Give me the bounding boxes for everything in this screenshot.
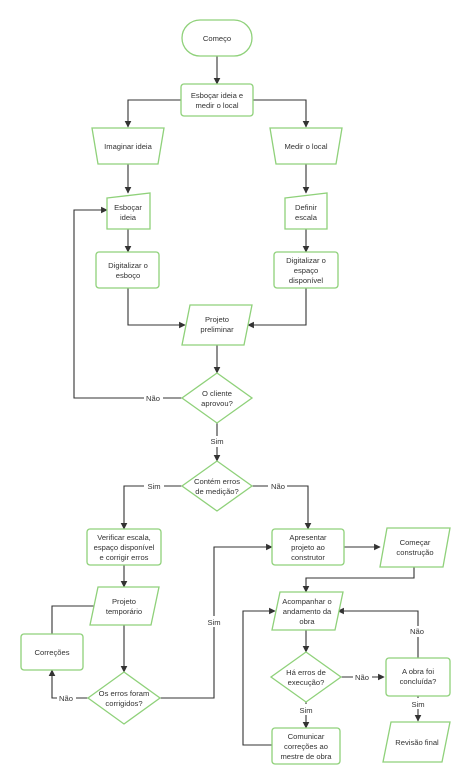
- node-comecar-construcao-label-1: Começar: [400, 538, 431, 547]
- node-esbocar-medir-label-2: medir o local: [195, 101, 238, 110]
- node-medir-label: Medir o local: [284, 142, 327, 151]
- node-ha-erros-label-1: Há erros de: [286, 668, 326, 677]
- node-apresentar-label-2: projeto ao: [291, 543, 325, 552]
- node-definir[interactable]: Definir escala: [284, 192, 328, 230]
- node-medir[interactable]: Medir o local: [269, 127, 343, 165]
- node-obra-concluida-label-1: A obra foi: [402, 667, 434, 676]
- node-definir-label-2: escala: [295, 213, 318, 222]
- edge-contem-nao-apresentar: [252, 485, 312, 530]
- edge-label-nao-haerros: Não: [355, 673, 369, 682]
- edge-label-sim-cliente: Sim: [210, 437, 223, 446]
- node-comecar-construcao[interactable]: Começar construção: [379, 527, 451, 568]
- node-digitalizar-espaco[interactable]: Digitalizar o espaço disponível: [273, 251, 339, 289]
- edge-labels: Não Sim Sim Não Não Sim Não Sim Não Sim: [57, 392, 428, 715]
- node-revisao-final-label: Revisão final: [395, 738, 439, 747]
- edge-correcoes-temporario: [51, 602, 105, 634]
- node-esbocar-label-2: ideia: [120, 213, 137, 222]
- edge-label-sim-haerros: Sim: [299, 706, 312, 715]
- node-comecar-construcao-label-2: construção: [396, 548, 433, 557]
- node-imaginar[interactable]: Imaginar ideia: [91, 127, 165, 165]
- node-verificar-label-1: Verificar escala,: [97, 533, 151, 542]
- node-esbocar[interactable]: Esboçar ideia: [106, 192, 151, 230]
- node-erros-corrigidos-label-2: corrigidos?: [105, 699, 142, 708]
- node-revisao-final[interactable]: Revisão final: [382, 721, 451, 763]
- node-ha-erros[interactable]: Há erros de execução?: [269, 651, 343, 703]
- node-imaginar-label: Imaginar ideia: [104, 142, 152, 151]
- node-cliente-aprovou-label-1: O cliente: [202, 389, 232, 398]
- node-contem-erros[interactable]: Contém erros de medição?: [180, 460, 254, 512]
- edge-comunicar-acompanhar: [242, 607, 276, 746]
- node-comunicar-label-3: mestre de obra: [280, 752, 332, 761]
- edge-esbocar-medir-imaginar: [124, 99, 184, 128]
- node-apresentar-label-1: Apresentar: [289, 533, 327, 542]
- node-digitalizar-espaco-label-3: disponível: [289, 276, 324, 285]
- node-erros-corrigidos-label-1: Os erros foram: [99, 689, 150, 698]
- node-acompanhar-label-3: obra: [299, 617, 315, 626]
- nodes: Começo Esboçar ideia e medir o local Ima…: [20, 19, 451, 765]
- node-comunicar-label-2: correções ao: [284, 742, 328, 751]
- edge-erros-nao-correcoes: [48, 669, 89, 699]
- node-apresentar-label-3: construtor: [291, 553, 325, 562]
- node-obra-concluida-label-2: concluída?: [400, 677, 437, 686]
- edge-concluida-nao-acompanhar: [337, 607, 419, 658]
- node-projeto-preliminar-label-1: Projeto: [205, 315, 229, 324]
- node-cliente-aprovou[interactable]: O cliente aprovou?: [180, 372, 254, 424]
- node-acompanhar-label-2: andamento da: [283, 607, 332, 616]
- edge-digitalizar-esboco-projeto: [127, 288, 186, 329]
- edge-label-sim-erros: Sim: [207, 618, 220, 627]
- edge-digitalizar-espaco-projeto: [247, 288, 307, 329]
- node-comeco-label: Começo: [203, 34, 231, 43]
- node-digitalizar-esboco-label-1: Digitalizar o: [108, 261, 148, 270]
- node-esbocar-medir-label-1: Esboçar ideia e: [191, 91, 243, 100]
- node-digitalizar-espaco-label-2: espaço: [294, 266, 319, 275]
- node-contem-erros-label-2: de medição?: [195, 487, 238, 496]
- edge-label-sim-concluida: Sim: [411, 700, 424, 709]
- edge-contem-sim-verificar: [120, 485, 182, 530]
- node-verificar-label-2: espaço disponível: [94, 543, 155, 552]
- node-digitalizar-espaco-label-1: Digitalizar o: [286, 256, 326, 265]
- edge-label-nao-cliente: Não: [146, 394, 160, 403]
- node-projeto-temporario-label-1: Projeto: [112, 597, 136, 606]
- node-projeto-temporario[interactable]: Projeto temporário: [89, 586, 160, 626]
- node-digitalizar-esboco[interactable]: Digitalizar o esboço: [95, 251, 160, 289]
- edge-label-nao-concluida: Não: [410, 627, 424, 636]
- node-obra-concluida[interactable]: A obra foi concluída?: [385, 657, 451, 697]
- node-projeto-preliminar[interactable]: Projeto preliminar: [181, 304, 253, 346]
- node-definir-label-1: Definir: [295, 203, 317, 212]
- node-acompanhar-label-1: Acompanhar o: [282, 597, 331, 606]
- node-correcoes[interactable]: Correções: [20, 633, 84, 671]
- node-esbocar-label-1: Esboçar: [114, 203, 142, 212]
- edge-label-nao-contem: Não: [271, 482, 285, 491]
- node-correcoes-label: Correções: [34, 648, 69, 657]
- edge-label-sim-contem: Sim: [147, 482, 160, 491]
- edge-label-nao-erros: Não: [59, 694, 73, 703]
- node-projeto-preliminar-label-2: preliminar: [200, 325, 234, 334]
- node-erros-corrigidos[interactable]: Os erros foram corrigidos?: [86, 671, 162, 725]
- node-cliente-aprovou-label-2: aprovou?: [201, 399, 233, 408]
- node-projeto-temporario-label-2: temporário: [106, 607, 142, 616]
- node-comunicar-label-1: Comunicar: [288, 732, 325, 741]
- node-esbocar-medir[interactable]: Esboçar ideia e medir o local: [180, 83, 254, 117]
- edge-comecar-acompanhar: [302, 567, 415, 593]
- node-verificar-label-3: e corrigir erros: [100, 553, 149, 562]
- node-ha-erros-label-2: execução?: [288, 678, 325, 687]
- node-acompanhar[interactable]: Acompanhar o andamento da obra: [271, 591, 344, 631]
- node-comunicar[interactable]: Comunicar correções ao mestre de obra: [271, 727, 341, 765]
- edge-esbocar-medir-medir: [250, 99, 310, 128]
- node-contem-erros-label-1: Contém erros: [194, 477, 240, 486]
- node-apresentar[interactable]: Apresentar projeto ao construtor: [271, 528, 345, 566]
- node-digitalizar-esboco-label-2: esboço: [116, 271, 141, 280]
- edge-cliente-nao-esbocar: [73, 206, 182, 399]
- node-verificar[interactable]: Verificar escala, espaço disponível e co…: [86, 528, 162, 566]
- node-comeco[interactable]: Começo: [181, 19, 253, 57]
- edges: [48, 56, 422, 746]
